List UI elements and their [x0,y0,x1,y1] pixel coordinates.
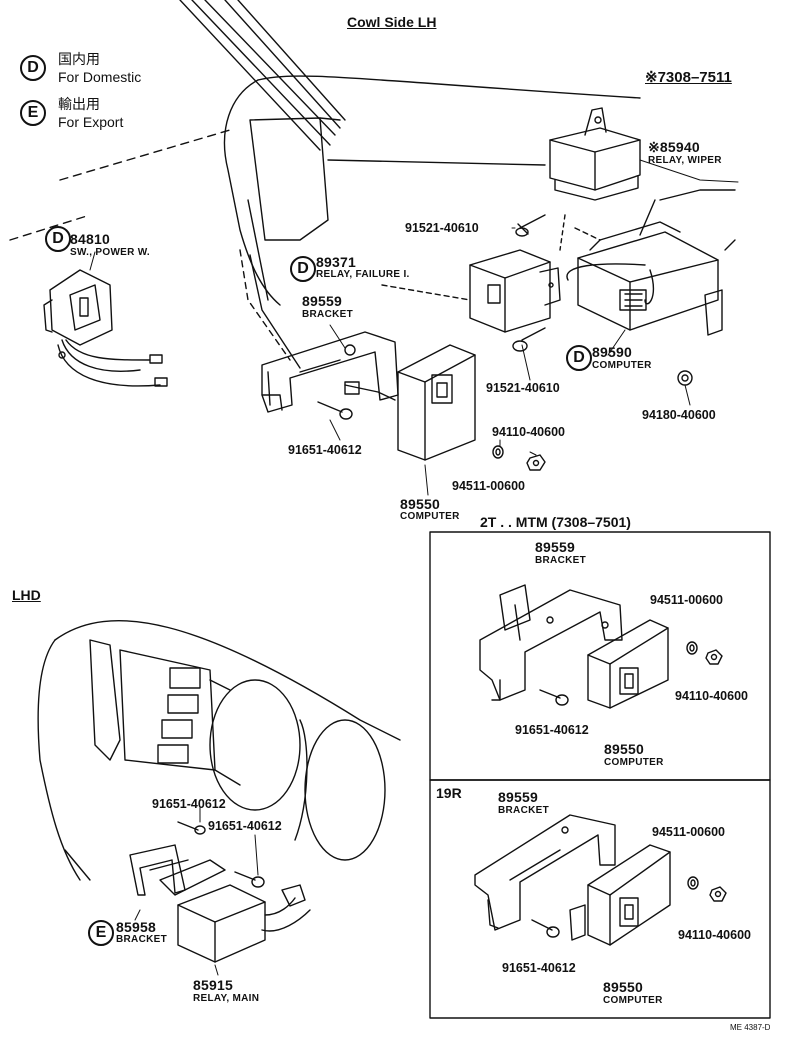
19r-computer-name: COMPUTER [603,995,663,1006]
part-94180: 94180-40600 [642,408,716,422]
legend-domestic-jp: 国内用 [58,51,100,67]
legend-export-jp: 輸出用 [58,96,100,112]
export-symbol: E [20,100,46,126]
lhd-part-91651-a: 91651-40612 [152,797,226,811]
relay-failure-drawing [381,249,561,333]
mtm-part-94110: 94110-40600 [675,689,748,703]
legend-domestic-en: For Domestic [58,69,142,85]
19r-computer-number: 89550 [603,979,643,995]
part-89559-number: 89559 [302,293,342,309]
mtm-computer-drawing [587,619,669,709]
computer-89590-drawing [566,221,723,386]
drawing-code: ME 4387-D [730,1023,771,1032]
cowl-body-outline [9,0,736,369]
part-89550-name: COMPUTER [400,511,460,522]
lhd-title: LHD [12,587,41,603]
part-91521-bottom: 91521-40610 [486,381,560,395]
serial-range-label: ※7308–7511 [645,69,732,86]
leader-lines-main [89,159,739,496]
part-85940-number: ※85940 [648,139,700,155]
part-91521-top: 91521-40610 [405,221,479,235]
mtm-computer-name: COMPUTER [604,757,664,768]
part-94110-main: 94110-40600 [492,425,565,439]
19r-part-91651: 91651-40612 [502,961,576,975]
computer-89550-drawing [344,344,476,461]
part-94511-main: 94511-00600 [452,479,525,493]
domestic-symbol-89590: D [566,345,592,371]
mtm-bracket-name: BRACKET [535,555,586,566]
cowl-side-title: Cowl Side LH [347,14,437,30]
19r-bracket-drawing [474,814,616,931]
mtm-part-91651: 91651-40612 [515,723,589,737]
19r-fasteners [531,876,727,938]
part-85940-name: RELAY, WIPER [648,155,722,166]
bracket-89559-drawing [261,331,399,413]
domestic-symbol-89371: D [290,256,316,282]
lhd-main-relay-drawing [177,884,311,963]
19r-computer-drawing [569,844,671,946]
lhd-relay-main-number: 85915 [193,977,233,993]
lhd-part-91651-b: 91651-40612 [208,819,282,833]
19r-bracket-number: 89559 [498,789,538,805]
mtm-computer-number: 89550 [604,741,644,757]
19r-part-94511: 94511-00600 [652,825,725,839]
mtm-part-94511: 94511-00600 [650,593,723,607]
screw-91521-top [515,214,546,237]
part-89590-number: 89590 [592,344,632,360]
mtm-box-title: 2T . . MTM (7308–7501) [480,514,631,530]
part-84810-number: 84810 [70,231,110,247]
part-89371-number: 89371 [316,254,356,270]
box-mtm-frame [429,531,771,781]
part-84810-name: SW., POWER W. [70,247,151,258]
mtm-fasteners [539,641,723,706]
mtm-bracket-number: 89559 [535,539,575,555]
lhd-bracket-number: 85958 [116,919,156,935]
lhd-leader-lines [134,807,259,976]
box-19r-frame [429,779,771,1019]
mtm-bracket-drawing [479,584,623,701]
screw-91521-bottom [512,327,546,352]
screw-91651-main [317,401,353,420]
lhd-relay-main-name: RELAY, MAIN [193,993,260,1004]
part-89550-number: 89550 [400,496,440,512]
washer-94511-main [492,445,504,459]
part-89559-name: BRACKET [302,309,353,320]
19r-box-title: 19R [436,785,462,801]
power-window-switch-drawing [43,269,168,387]
lhd-bracket-drawing [129,821,265,896]
legend-export-en: For Export [58,114,124,130]
lhd-dashboard-outline [37,619,401,881]
nut-94110-main [526,454,546,471]
part-89371-name: RELAY, FAILURE I. [316,269,410,280]
19r-bracket-name: BRACKET [498,805,549,816]
lhd-bracket-name: BRACKET [116,934,167,945]
part-91651-main: 91651-40612 [288,443,362,457]
domestic-symbol-84810: D [45,226,71,252]
domestic-symbol: D [20,55,46,81]
relay-wiper-drawing [549,107,641,251]
part-89590-name: COMPUTER [592,360,652,371]
19r-part-94110: 94110-40600 [678,928,751,942]
export-symbol-85958: E [88,920,114,946]
